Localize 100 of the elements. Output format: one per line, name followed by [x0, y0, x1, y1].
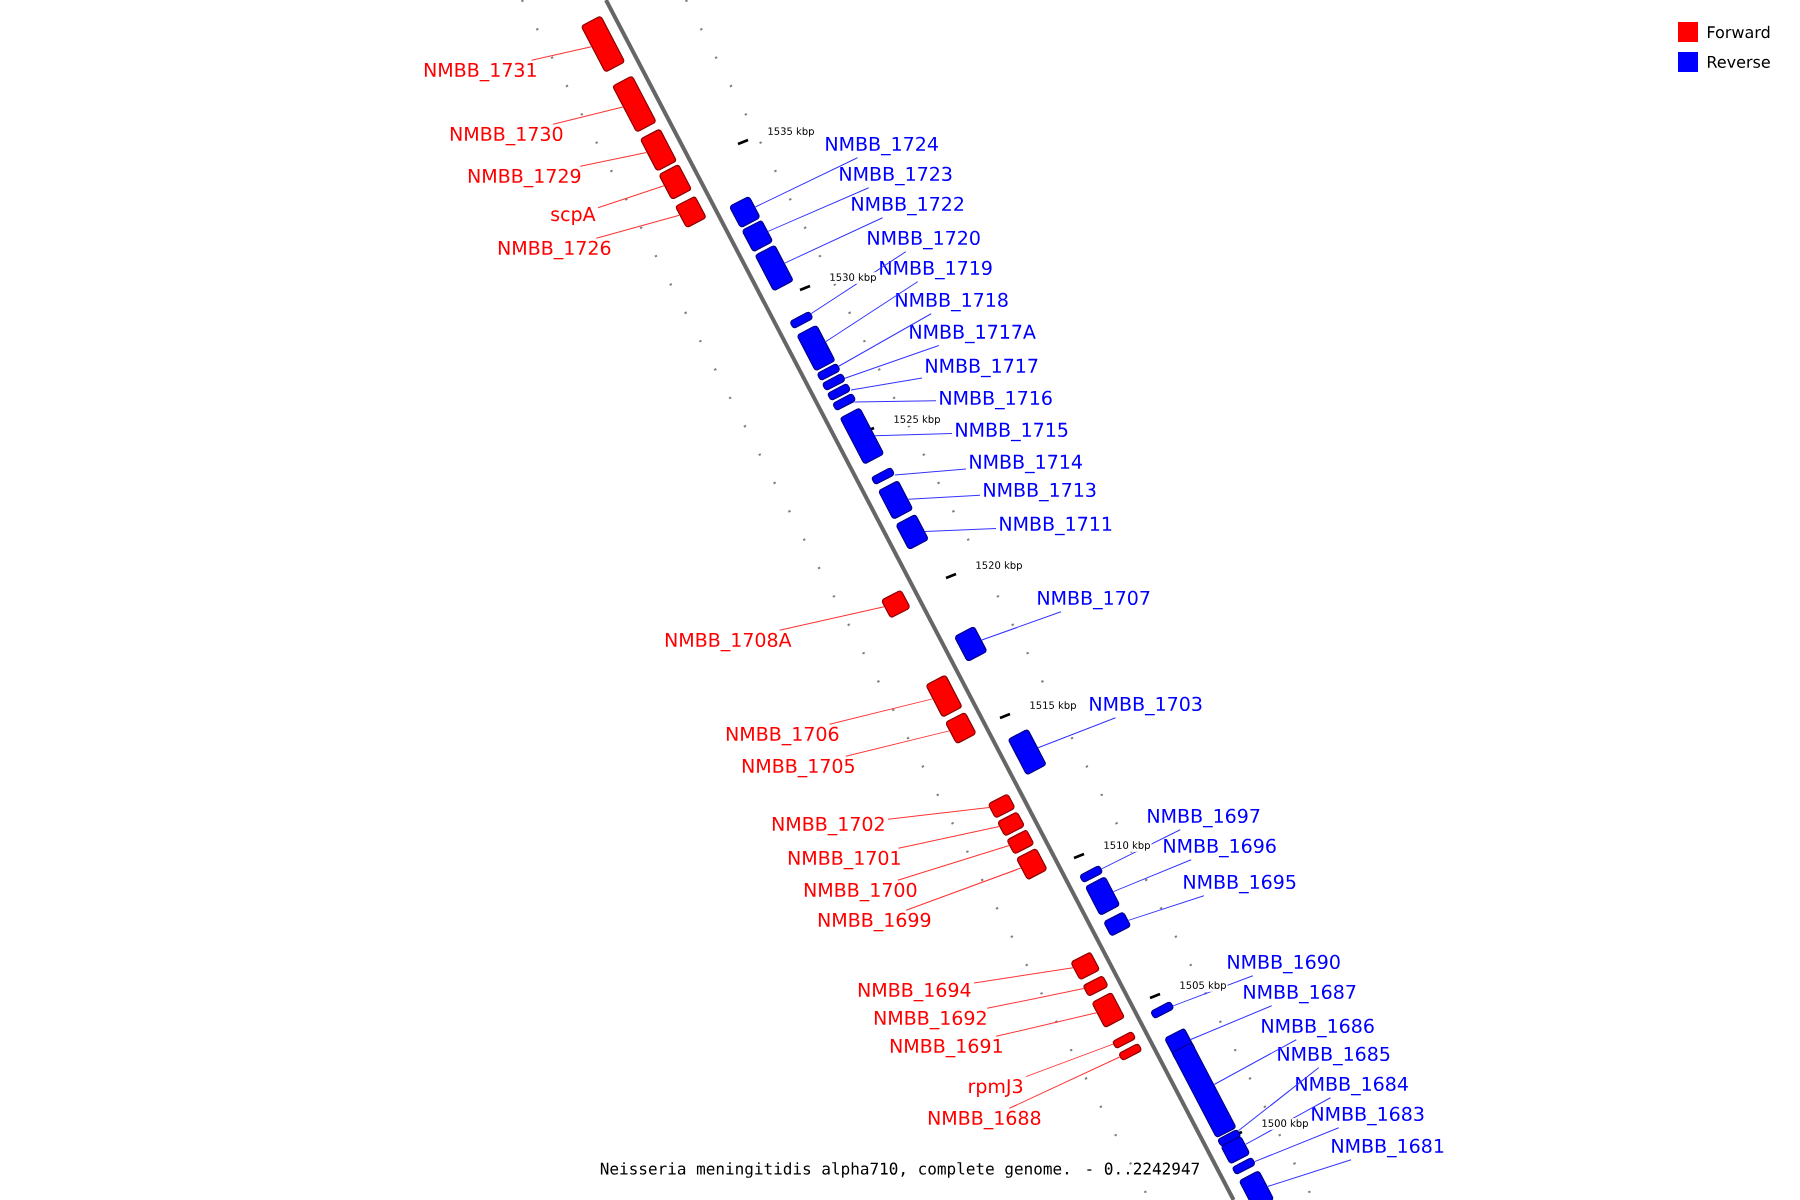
leader-line	[1112, 859, 1192, 893]
gene-label: NMBB_1697	[1148, 808, 1260, 828]
gene-bar	[1085, 877, 1120, 915]
leader-line	[579, 152, 648, 167]
leader-line	[905, 867, 1022, 911]
gene-label: NMBB_1696	[1164, 838, 1276, 858]
legend-label: Reverse	[1708, 56, 1770, 68]
gene-bar	[881, 590, 910, 618]
gene-bar	[742, 220, 773, 252]
leader-line	[552, 106, 624, 125]
gene-bar	[998, 812, 1024, 836]
gene-bar	[926, 675, 962, 717]
leader-line	[845, 730, 950, 757]
leader-line	[973, 967, 1074, 984]
gene-label: NMBB_1686	[1262, 1018, 1374, 1038]
gene-label: rpmJ3	[969, 1079, 1023, 1098]
gene-label: NMBB_1687	[1244, 984, 1356, 1004]
leader-line	[1254, 1127, 1340, 1163]
gene-bar	[1092, 992, 1124, 1028]
gene-bar	[1151, 1001, 1174, 1019]
gene-bar	[817, 363, 840, 381]
gene-bar	[640, 129, 677, 171]
gene-bar	[1016, 848, 1047, 880]
leader-line	[597, 185, 665, 209]
gene-bar	[1112, 1031, 1136, 1049]
gene-bar	[581, 16, 625, 72]
gene-bar	[945, 712, 976, 744]
gene-label: NMBB_1691	[890, 1038, 1002, 1058]
gene-bar	[613, 76, 656, 132]
leader-line	[887, 806, 990, 820]
gene-label: NMBB_1723	[840, 166, 952, 186]
gene-label: NMBB_1714	[970, 454, 1082, 474]
gene-label: NMBB_1715	[956, 422, 1068, 442]
gene-label: NMBB_1681	[1332, 1138, 1444, 1158]
gene-label: NMBB_1730	[450, 126, 563, 146]
leader-line	[981, 611, 1062, 641]
gene-bar	[840, 408, 884, 464]
gene-label: NMBB_1700	[804, 882, 917, 902]
gene-label: NMBB_1720	[868, 230, 980, 250]
leader-line	[1127, 895, 1205, 921]
leader-line	[767, 187, 870, 232]
gene-bar	[827, 383, 851, 401]
leader-line	[1037, 717, 1117, 749]
gene-label: NMBB_1706	[726, 726, 839, 746]
gene-bar	[1221, 1136, 1250, 1164]
gene-bar	[1232, 1157, 1255, 1175]
gene-bar	[1119, 1043, 1142, 1061]
legend-label: Forward	[1708, 25, 1770, 39]
leader-line	[1008, 1056, 1121, 1109]
gene-bar	[896, 514, 928, 550]
leader-line	[897, 826, 1000, 849]
gene-label: NMBB_1719	[880, 260, 992, 280]
gene-label: NMBB_1708A	[665, 632, 792, 652]
gene-bar	[797, 325, 835, 371]
gene-bar	[878, 481, 913, 519]
gene-bar	[1239, 1171, 1274, 1200]
gene-bar	[871, 467, 895, 485]
gene-label: NMBB_1684	[1296, 1076, 1408, 1096]
leader-line	[986, 987, 1085, 1009]
gene-label: NMBB_1722	[852, 196, 964, 216]
gene-label: NMBB_1694	[858, 982, 971, 1002]
leader-line	[844, 345, 940, 379]
leader-line	[1238, 1067, 1320, 1132]
gene-bar	[833, 393, 856, 411]
gene-bar	[1172, 1042, 1236, 1138]
leader-line	[531, 46, 592, 61]
leader-line	[825, 281, 919, 343]
gene-label: NMBB_1699	[818, 912, 931, 932]
gene-label: NMBB_1731	[424, 62, 536, 82]
caption: Neisseria meningitidis alpha710, complete genome. - 0..2242947	[600, 1162, 1199, 1178]
leader-line	[853, 400, 937, 403]
gene-label: NMBB_1711	[1000, 516, 1112, 536]
gene-label: NMBB_1718	[896, 292, 1008, 312]
gene-label: NMBB_1688	[928, 1110, 1041, 1130]
leader-line	[1213, 1039, 1297, 1085]
leader-line	[897, 845, 1010, 881]
leader-line	[779, 606, 885, 631]
gene-label: scpA	[551, 207, 596, 225]
leader-line	[907, 494, 981, 500]
gene-bar	[822, 373, 845, 391]
gene-label: NMBB_1717A	[910, 324, 1036, 344]
leader-line	[1025, 1043, 1114, 1078]
leader-line	[850, 377, 923, 391]
leader-line	[995, 1012, 1098, 1037]
leader-line	[754, 157, 858, 208]
gene-bar	[729, 196, 760, 228]
gene-label: NMBB_1701	[788, 850, 900, 870]
gene-bar	[1008, 729, 1046, 775]
gene-bar	[1080, 865, 1103, 883]
gene-label: NMBB_1692	[874, 1010, 986, 1030]
leader-line	[1267, 1159, 1352, 1187]
gene-bar	[790, 311, 813, 329]
gene-label: NMBB_1717	[926, 358, 1038, 378]
leader-line	[894, 468, 967, 476]
gene-label: NMBB_1685	[1278, 1046, 1390, 1066]
gene-bar	[1071, 952, 1100, 980]
gene-label: NMBB_1716	[940, 390, 1052, 410]
leader-line	[595, 214, 680, 239]
gene-bar	[659, 164, 691, 200]
gene-label: NMBB_1726	[498, 240, 611, 260]
